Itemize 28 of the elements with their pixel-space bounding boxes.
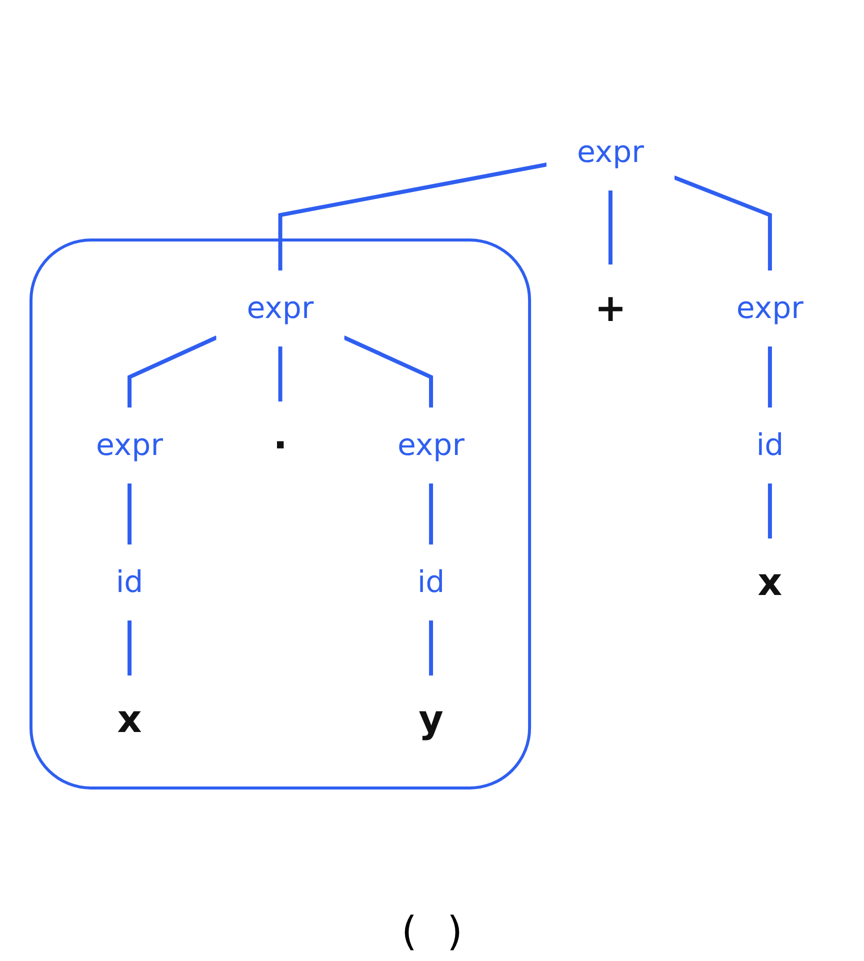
- node-text: expr: [397, 428, 464, 463]
- node-text: id: [417, 565, 444, 600]
- node-text: x: [757, 560, 782, 604]
- connector: [278, 162, 548, 271]
- node-text: y: [418, 697, 444, 741]
- cluster: [29, 238, 531, 790]
- connector: [673, 176, 772, 271]
- connector: [127, 620, 132, 676]
- connector: [428, 483, 433, 545]
- node-text: expr: [736, 291, 804, 326]
- parenthesis-text: ): [447, 909, 463, 955]
- node-text: x: [117, 697, 142, 741]
- node-text: id: [116, 565, 143, 600]
- connector: [768, 483, 772, 539]
- connector: [278, 346, 282, 402]
- node-text: id: [756, 428, 784, 463]
- node-text: +: [594, 286, 626, 330]
- node-text: expr: [246, 291, 314, 326]
- connector: [342, 336, 433, 408]
- connector: [428, 620, 433, 676]
- connector: [608, 190, 612, 265]
- connector: [127, 336, 218, 408]
- node-text: expr: [576, 135, 644, 170]
- connector: [127, 483, 132, 545]
- parenthesis-text: (: [401, 909, 417, 955]
- connector: [768, 346, 772, 408]
- node-text: expr: [96, 428, 163, 463]
- node-text: ·: [272, 423, 288, 467]
